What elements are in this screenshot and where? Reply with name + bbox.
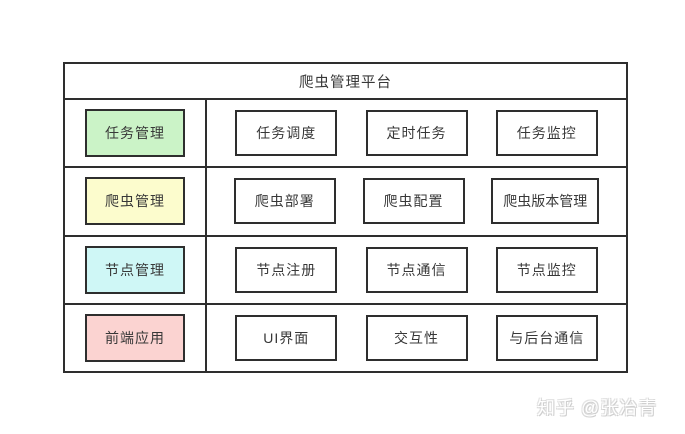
items-cell-node-management: 节点注册 节点通信 节点监控 [207,237,626,303]
item-box-node-monitoring: 节点监控 [495,246,598,293]
row-node-management: 节点管理 节点注册 节点通信 节点监控 [65,236,626,305]
item-box-interactivity: 交互性 [365,314,468,361]
item-box-node-communication: 节点通信 [365,246,468,293]
item-box-scheduled-tasks: 定时任务 [365,110,468,157]
item-box-spider-deployment: 爬虫部署 [233,178,336,225]
row-task-management: 任务管理 任务调度 定时任务 任务监控 [65,100,626,169]
item-box-backend-communication: 与后台通信 [495,314,598,361]
diagram-frame: 爬虫管理平台 任务管理 任务调度 定时任务 任务监控 爬虫管理 爬虫部署 爬虫配… [63,62,628,373]
item-box-task-monitoring: 任务监控 [495,110,598,157]
item-box-node-registration: 节点注册 [235,246,338,293]
item-box-ui-interface: UI界面 [235,314,338,361]
category-box-node-management: 节点管理 [85,245,185,294]
zhihu-watermark: 知乎 @张冶青 [537,398,658,418]
items-cell-task-management: 任务调度 定时任务 任务监控 [207,100,626,166]
category-box-frontend-application: 前端应用 [85,313,185,362]
diagram-title: 爬虫管理平台 [65,64,626,100]
category-cell-node-management: 节点管理 [65,236,207,303]
item-box-spider-configuration: 爬虫配置 [362,178,465,225]
category-box-task-management: 任务管理 [85,109,185,158]
category-cell-task-management: 任务管理 [65,100,207,167]
row-frontend-application: 前端应用 UI界面 交互性 与后台通信 [65,304,626,371]
items-cell-frontend-application: UI界面 交互性 与后台通信 [207,305,626,371]
category-box-spider-management: 爬虫管理 [85,177,185,226]
item-box-spider-version-management: 爬虫版本管理 [491,178,600,225]
category-cell-spider-management: 爬虫管理 [65,168,207,235]
items-cell-spider-management: 爬虫部署 爬虫配置 爬虫版本管理 [207,168,626,234]
item-box-task-scheduling: 任务调度 [235,110,338,157]
row-spider-management: 爬虫管理 爬虫部署 爬虫配置 爬虫版本管理 [65,168,626,237]
category-cell-frontend-application: 前端应用 [65,304,207,371]
